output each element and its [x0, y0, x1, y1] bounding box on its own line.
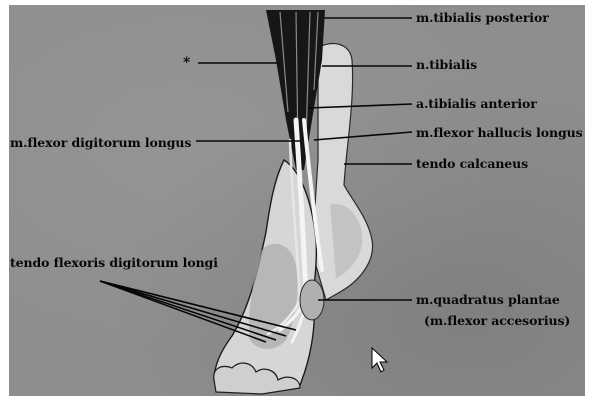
label-flexor-digitorum-longus: m.flexor digitorum longus [10, 136, 191, 150]
label-quadratus-plantae: m.quadratus plantae [416, 293, 560, 307]
label-tendo-calcaneus: tendo calcaneus [416, 157, 528, 171]
label-flexor-accesorius: (m.flexor accesorius) [424, 314, 570, 328]
label-a-tibialis-anterior: a.tibialis anterior [416, 97, 537, 111]
label-n-tibialis: n.tibialis [416, 58, 477, 72]
asterisk-marker: * [183, 56, 190, 70]
label-tendo-flexoris: tendo flexoris digitorum longi [10, 256, 218, 270]
label-flexor-hallucis-longus: m.flexor hallucis longus [416, 126, 583, 140]
mouse-pointer-arrow-icon [372, 348, 387, 372]
label-tibialis-posterior: m.tibialis posterior [416, 11, 549, 25]
